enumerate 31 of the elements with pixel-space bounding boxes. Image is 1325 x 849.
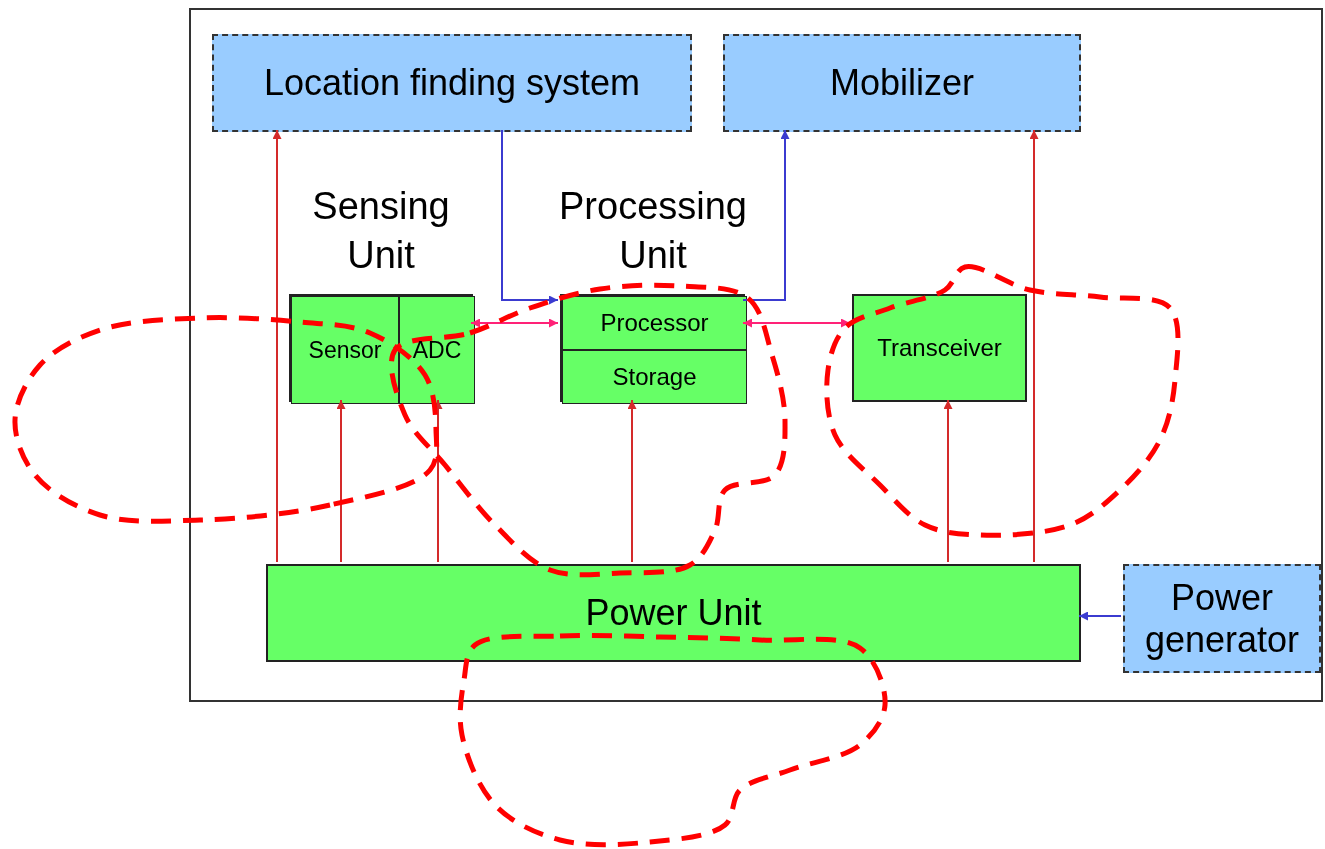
box-label: Transceiver	[876, 334, 1003, 362]
component-box	[562, 350, 747, 404]
unit-heading: Sensing Unit	[311, 184, 451, 279]
component-box	[852, 294, 1027, 402]
component-box	[399, 296, 475, 404]
box-label: Power generator	[1143, 577, 1301, 660]
arrow	[742, 129, 790, 301]
box-label: Mobilizer	[828, 62, 975, 104]
arrow	[742, 318, 851, 328]
arrow	[627, 399, 637, 563]
arrow	[272, 129, 282, 563]
arrow	[943, 399, 953, 563]
component-box	[266, 564, 1081, 662]
box-label: ADC	[411, 336, 463, 364]
component-box	[291, 296, 399, 404]
arrow	[470, 318, 559, 328]
box-label: Power Unit	[584, 592, 763, 634]
box-label: Storage	[611, 363, 698, 391]
component-box	[562, 296, 747, 350]
unit-heading: Processing Unit	[558, 184, 748, 279]
box-label: Location finding system	[262, 62, 642, 104]
arrow	[501, 129, 559, 305]
component-box	[1123, 564, 1321, 673]
arrow	[1029, 129, 1039, 563]
component-box	[723, 34, 1081, 132]
diagram-frame	[189, 8, 1323, 702]
arrow	[336, 399, 346, 563]
box-label: Sensor	[307, 336, 383, 364]
box-label: Processor	[599, 309, 710, 337]
arrow	[1078, 611, 1122, 621]
component-box	[212, 34, 692, 132]
